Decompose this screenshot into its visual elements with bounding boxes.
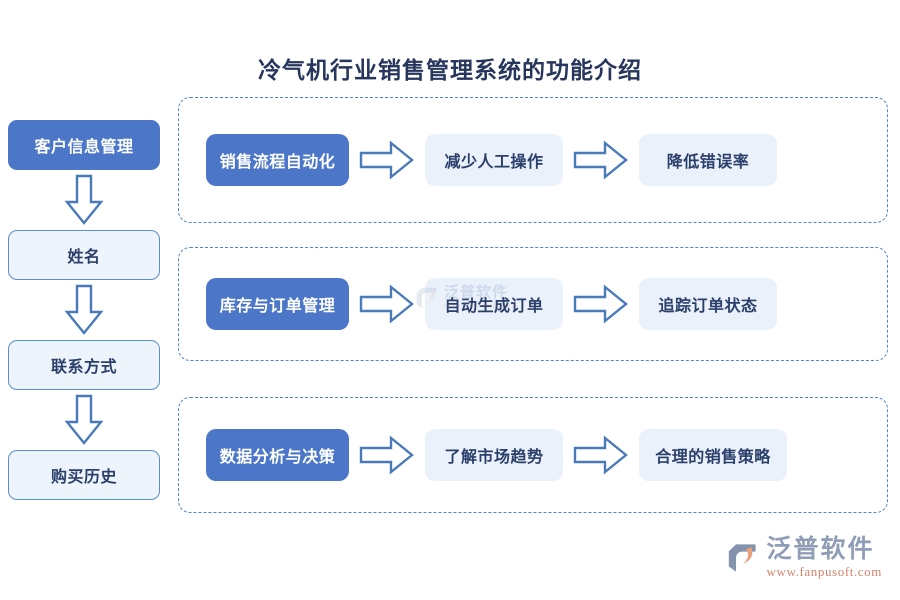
feature-source-chip[interactable]: 库存与订单管理 <box>206 278 349 330</box>
logo-url-text: www.fanpusoft.com <box>766 564 882 579</box>
arrow-right-icon <box>563 284 639 324</box>
chip-label: 数据分析与决策 <box>219 449 336 466</box>
brand-logo: 泛普软件 www.fanpusoft.com <box>725 537 882 578</box>
flow-node-label: 客户信息管理 <box>34 139 134 156</box>
arrow-down-icon <box>8 170 160 230</box>
flow-node-label: 联系方式 <box>50 359 117 376</box>
feature-result-chip[interactable]: 追踪订单状态 <box>639 278 777 330</box>
feature-source-chip[interactable]: 数据分析与决策 <box>206 429 349 481</box>
flow-node-contact[interactable]: 联系方式 <box>8 340 160 390</box>
feature-middle-chip[interactable]: 自动生成订单 <box>425 278 563 330</box>
feature-source-chip[interactable]: 销售流程自动化 <box>206 134 349 186</box>
feature-middle-chip[interactable]: 减少人工操作 <box>425 134 563 186</box>
customer-info-flow-column: 客户信息管理 姓名 联系方式 购买历史 <box>8 120 163 500</box>
arrow-right-icon <box>349 435 425 475</box>
chip-label: 降低错误率 <box>666 154 750 171</box>
chip-label: 合理的销售策略 <box>655 449 771 466</box>
feature-result-chip[interactable]: 降低错误率 <box>639 134 777 186</box>
arrow-right-icon <box>563 435 639 475</box>
chip-label: 减少人工操作 <box>444 154 544 171</box>
arrow-right-icon <box>349 140 425 180</box>
feature-panel-inventory-orders: 库存与订单管理 自动生成订单 追踪订单状态 <box>178 247 888 361</box>
chip-label: 了解市场趋势 <box>444 449 544 466</box>
chip-label: 自动生成订单 <box>444 298 544 315</box>
flow-node-label: 姓名 <box>67 249 101 266</box>
flow-node-label: 购买历史 <box>50 469 117 486</box>
arrow-down-icon <box>8 280 160 340</box>
feature-middle-chip[interactable]: 了解市场趋势 <box>425 429 563 481</box>
feature-panel-data-analysis: 数据分析与决策 了解市场趋势 合理的销售策略 <box>178 397 888 513</box>
arrow-right-icon <box>349 284 425 324</box>
chip-label: 销售流程自动化 <box>219 154 336 171</box>
logo-brand-text: 泛普软件 <box>766 536 875 563</box>
flow-node-name[interactable]: 姓名 <box>8 230 160 280</box>
fanpu-logo-icon <box>729 543 757 572</box>
flow-node-customer-info[interactable]: 客户信息管理 <box>8 120 160 170</box>
arrow-right-icon <box>563 140 639 180</box>
flow-node-purchase-history[interactable]: 购买历史 <box>8 450 160 500</box>
page-title: 冷气机行业销售管理系统的功能介绍 <box>258 58 642 83</box>
arrow-down-icon <box>8 390 160 450</box>
chip-label: 库存与订单管理 <box>219 298 336 315</box>
feature-panel-sales-automation: 销售流程自动化 减少人工操作 降低错误率 <box>178 97 888 223</box>
chip-label: 追踪订单状态 <box>658 298 758 315</box>
feature-result-chip[interactable]: 合理的销售策略 <box>639 429 787 481</box>
